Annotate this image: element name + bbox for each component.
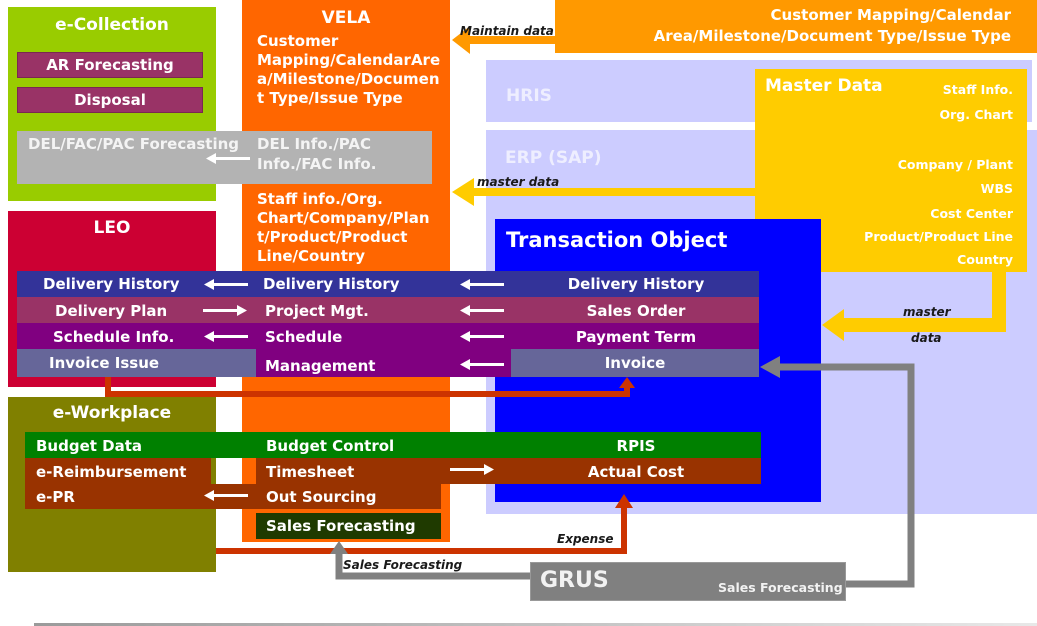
disposal-item[interactable]: Disposal — [17, 87, 203, 113]
ar-forecasting-label: AR Forecasting — [46, 56, 174, 74]
vela-title: VELA — [321, 8, 371, 28]
wp-sales-forecasting: Sales Forecasting — [266, 517, 416, 535]
wp-budget-control: Budget Control — [266, 437, 395, 455]
master-data-item: Org. Chart — [939, 107, 1014, 122]
master-data-item: Cost Center — [930, 206, 1013, 221]
external-mapping-line-1: Customer Mapping/Calendar — [770, 6, 1011, 24]
master-data-item: Company / Plant — [897, 157, 1013, 172]
master-data-item: WBS — [980, 181, 1013, 196]
vela-staff-line: Line/Country — [257, 247, 366, 265]
invoice-cell — [511, 349, 759, 377]
wp-budget-data: Budget Data — [36, 437, 143, 455]
wp-row-reimbursement-left — [25, 458, 211, 484]
expense-label: Expense — [557, 532, 614, 546]
del-info-line-1: DEL Info./PAC — [257, 135, 371, 153]
invoice-issue-cell — [17, 349, 256, 377]
wp-timesheet: Timesheet — [266, 463, 355, 481]
to-sales-order: Sales Order — [586, 302, 686, 320]
wp-e-pr: e-PR — [36, 488, 75, 506]
wp-out-sourcing: Out Sourcing — [266, 488, 377, 506]
grus-title: GRUS — [540, 568, 609, 593]
leo-delivery-history: Delivery History — [43, 275, 180, 293]
wp-rpis: RPIS — [616, 437, 656, 455]
master-data-title: Master Data — [765, 76, 883, 96]
vela-project-mgt: Project Mgt. — [265, 302, 369, 320]
master-data-item: Staff Info. — [942, 82, 1013, 97]
flow-row-delivery-history — [17, 271, 759, 297]
vela-staff-line: Chart/Company/Plan — [257, 209, 430, 227]
vela-mapping-line: t Type/Issue Type — [257, 89, 403, 107]
vela-mapping-line: Customer — [257, 32, 339, 50]
external-mapping-box — [555, 0, 1037, 53]
flow-row-delivery-plan — [17, 297, 759, 323]
vela-staff-line: t/Product/Product — [257, 228, 408, 246]
maintain-data-label: Maintain data — [460, 24, 554, 38]
wp-e-reimbursement: e-Reimbursement — [36, 463, 187, 481]
leo-delivery-plan: Delivery Plan — [55, 302, 168, 320]
to-payment-term: Payment Term — [575, 328, 697, 346]
leo-invoice-issue: Invoice Issue — [49, 354, 160, 372]
transaction-object-title: Transaction Object — [506, 228, 728, 252]
wp-actual-cost: Actual Cost — [587, 463, 685, 481]
to-invoice: Invoice — [604, 354, 666, 372]
wp-row-budget — [25, 432, 761, 458]
del-info-line-2: Info./FAC Info. — [257, 155, 377, 173]
ar-forecasting-item[interactable]: AR Forecasting — [17, 52, 203, 78]
external-mapping-line-2: Area/Milestone/Document Type/Issue Type — [653, 27, 1011, 45]
eworkplace-title: e-Workplace — [52, 403, 172, 423]
vela-mapping-line: a/Milestone/Documen — [257, 70, 440, 88]
hris-title: HRIS — [506, 86, 552, 106]
leo-schedule-info: Schedule Info. — [53, 328, 175, 346]
bottom-divider — [34, 623, 1037, 626]
vela-management: Management — [265, 357, 376, 375]
sales-forecasting-link-label: Sales Forecasting — [343, 558, 463, 572]
master-data-item: Product/Product Line — [864, 229, 1013, 244]
del-fac-pac-forecasting-label: DEL/FAC/PAC Forecasting — [28, 135, 239, 153]
vela-delivery-history: Delivery History — [263, 275, 400, 293]
master-data-label: master data — [477, 175, 560, 189]
vela-staff-line: Staff info./Org. — [257, 190, 383, 208]
data-label: data — [911, 331, 942, 345]
master-label: master — [903, 305, 951, 319]
disposal-label: Disposal — [74, 91, 146, 109]
ecollection-title: e-Collection — [55, 15, 169, 35]
vela-schedule: Schedule — [265, 328, 343, 346]
master-data-item: Country — [957, 252, 1013, 267]
wp-row-outsourcing — [25, 484, 441, 509]
erp-title: ERP (SAP) — [505, 148, 602, 168]
flow-row-schedule — [17, 323, 759, 349]
wp-row-timesheet — [256, 458, 761, 484]
leo-title: LEO — [93, 218, 131, 238]
to-delivery-history: Delivery History — [567, 275, 705, 293]
grus-sales-forecasting: Sales Forecasting — [718, 580, 843, 595]
vela-mapping-line: Mapping/CalendarAre — [257, 51, 441, 69]
